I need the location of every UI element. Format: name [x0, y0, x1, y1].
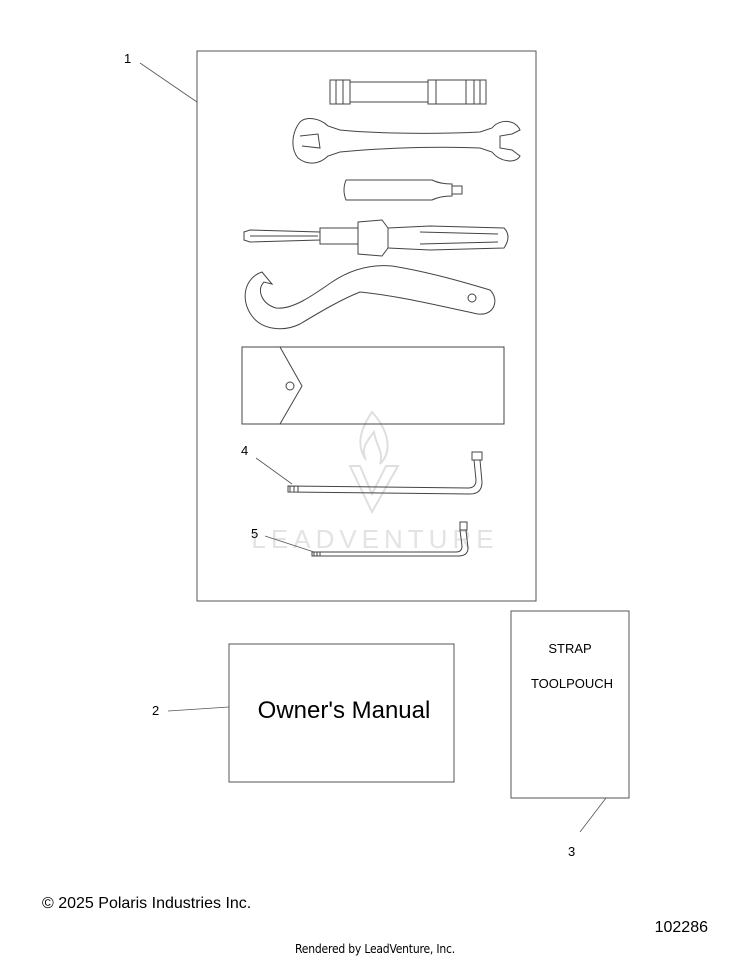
strap-label: STRAP: [548, 641, 591, 656]
leadventure-watermark: LEADVENTURE: [251, 410, 498, 554]
toolkit-box: [196, 50, 537, 602]
leader-line-4: [255, 457, 293, 485]
leader-line-1: [139, 62, 198, 103]
callout-1: 1: [124, 51, 131, 66]
toolpouch-label: TOOLPOUCH: [531, 676, 613, 691]
tool-pouch: [241, 346, 505, 425]
diagram-number: 102286: [654, 919, 708, 936]
spanner-wrench-hole: [467, 293, 477, 303]
callout-5: 5: [251, 526, 258, 541]
spanner-wrench: [244, 265, 496, 330]
leader-line-3: [579, 797, 607, 833]
hex-key-small: [311, 521, 469, 557]
rendered-by-text: Rendered by LeadVenture, Inc.: [295, 942, 455, 956]
watermark-flame-icon: [359, 410, 389, 465]
callout-2: 2: [152, 703, 159, 718]
strap-toolpouch-box: [510, 610, 630, 799]
open-end-wrench: [292, 118, 521, 164]
watermark-text: LEADVENTURE: [251, 524, 498, 554]
hex-key-large: [287, 451, 483, 495]
callout-3: 3: [568, 844, 575, 859]
screwdriver: [243, 219, 509, 257]
spark-plug-socket: [329, 79, 487, 105]
screwdriver-handle: [343, 179, 463, 201]
copyright-text: © 2025 Polaris Industries Inc.: [42, 895, 252, 912]
owners-manual-box: [228, 643, 455, 783]
watermark-v-icon: [348, 465, 400, 515]
owners-manual-label: Owner's Manual: [258, 697, 431, 724]
leader-line-2: [167, 706, 230, 712]
callout-4: 4: [241, 443, 248, 458]
leader-line-5: [264, 535, 315, 553]
